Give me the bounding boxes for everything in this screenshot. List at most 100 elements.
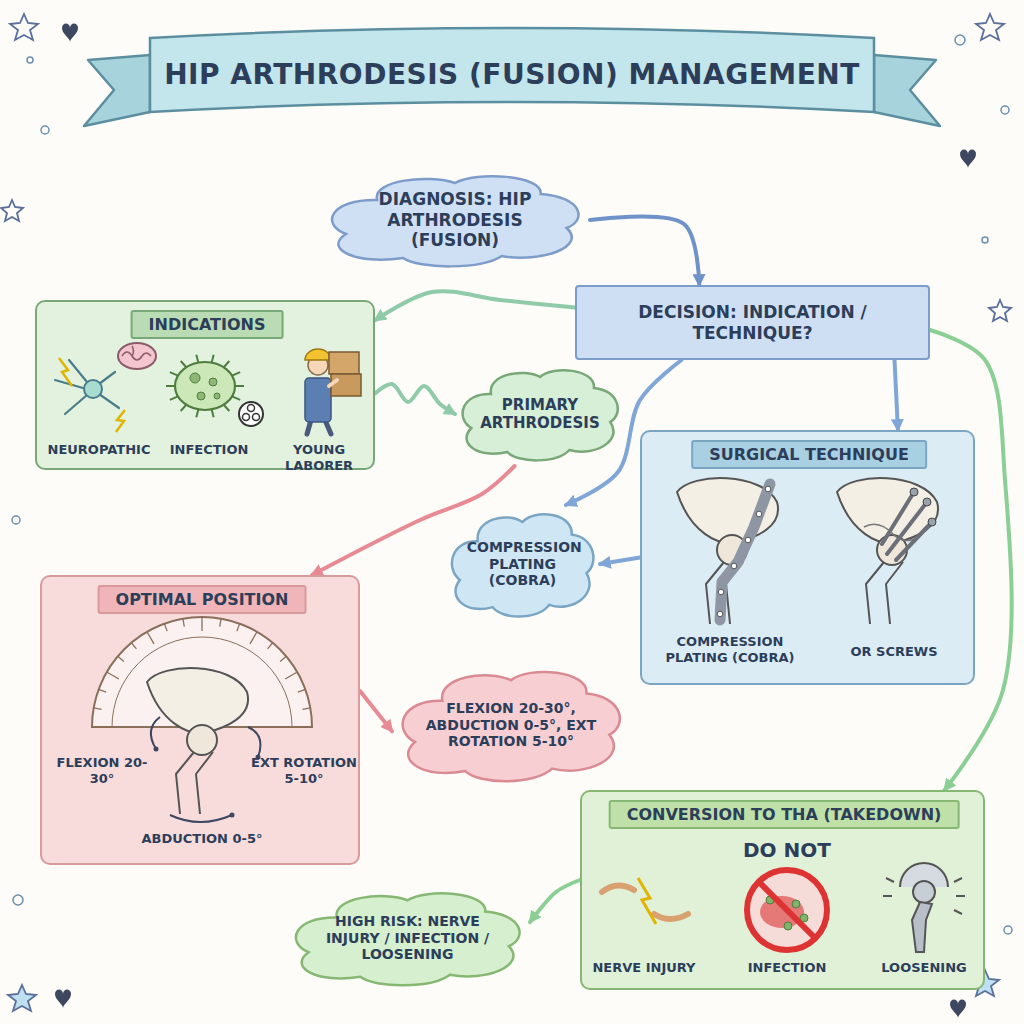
prohibited-infection-icon-part [747,870,827,950]
cobra-plate-figure-part [756,511,762,517]
biohazard-icon-part [253,414,260,421]
hip-implant-icon-part [912,902,932,952]
bacterium-icon-part [232,396,240,399]
nerve-injury-icon-part [638,878,656,924]
bacterium-icon-part [175,362,235,410]
panel-label: OR SCREWS [834,644,954,660]
panel-label: EXT ROTATION 5-10° [250,755,358,786]
motion-arrow-part [154,747,159,752]
neuron-icon-part [59,358,125,432]
prohibited-infection-icon-part [747,870,827,950]
bacterium-icon-part [212,355,214,363]
biohazard-icon-part [243,414,250,421]
worker-icon-part [331,374,361,396]
bacterium-icon [166,355,244,417]
panel-label: INFECTION [735,960,839,976]
nerve-injury-icon [602,878,688,924]
cobra-plate-figure-part [765,486,771,492]
cobra-plate-figure [677,478,778,624]
flow-arrow [600,558,640,565]
bacterium-icon-part [170,372,178,375]
motion-arrow-part [151,717,160,749]
bacterium-icon-part [197,392,205,400]
cloud-outline [463,370,618,460]
node-text: FLEXION 20-30°, ABDUCTION 0-5°, EXT ROTA… [425,700,596,750]
protractor-figure-part [118,656,124,661]
cloud-node: HIGH RISK: NERVE INJURY / INFECTION / LO… [285,885,530,991]
protractor-figure-part [107,672,119,679]
biohazard-icon-part [239,402,263,426]
worker-icon-part [329,352,359,374]
protractor-figure-part [147,632,154,644]
flow-arrow [590,216,699,285]
star-doodle [1,14,1011,1011]
prohibited-infection-icon [747,870,827,950]
protractor-figure-part [268,643,273,649]
section-panel: INDICATIONSNEUROPATHICINFECTIONYOUNG LAB… [35,300,375,470]
screw-fixation-figure-part [896,522,932,560]
hip-joint-figure [147,668,248,814]
brain-icon-part [122,346,151,360]
heart-doodle-part [960,150,976,169]
protractor-figure-part [302,708,310,709]
cobra-plate-figure-part [731,563,737,569]
panel-label: LOOSENING [872,960,976,976]
protractor-figure-part [280,656,286,661]
protractor-figure-part [92,726,106,727]
title-box: HIP ARTHRODESIS (FUSION) MANAGEMENT [150,44,874,104]
star-doodle-part [8,985,36,1011]
prohibited-infection-icon-part [792,900,800,908]
title-banner-part [150,28,874,112]
protractor-figure-part [164,624,167,632]
screw-fixation-figure [837,478,938,624]
motion-arrow-part [248,727,260,757]
biohazard-icon-part [248,405,255,412]
title-banner-part [84,55,150,126]
decision-box: DECISION: INDICATION / TECHNIQUE? [575,285,930,360]
protractor-figure-part [298,689,306,692]
panel-label: FLEXION 20-30° [50,755,154,786]
screw-fixation-figure-part [864,524,918,540]
hip-implant-icon-part [913,881,935,903]
section-panel: CONVERSION TO THA (TAKEDOWN) DO NOT NERVE … [580,790,985,990]
hip-joint-figure-part [176,752,213,814]
prohibited-infection-icon-part [784,922,792,930]
flow-arrow [375,291,575,320]
star-doodle-part [989,300,1011,321]
panel-label: DO NOT [727,838,847,862]
dot-doodle-part [27,57,33,63]
protractor-figure-part [183,619,184,627]
bacterium-icon-part [232,372,240,375]
cobra-plate-figure-part [720,484,770,620]
panel-label: NEUROPATHIC [41,442,157,458]
flow-arrow [360,691,392,731]
protractor-figure-part [285,672,297,679]
dot-doodle-part [13,895,23,905]
worker-icon [305,349,361,434]
protractor-figure-part [99,689,107,692]
panel-illustration [42,577,362,867]
cloud-outline [452,514,593,616]
flow-arrow [375,384,455,414]
section-panel: OPTIMAL POSITIONFLEXION 20-30°EXT ROTATI… [40,575,360,865]
cloud-outline [403,672,620,781]
node-text: PRIMARY ARTHRODESIS [479,396,601,432]
worker-icon-part [305,378,331,422]
section-heading: CONVERSION TO THA (TAKEDOWN) [609,800,960,829]
hip-joint-figure-part [147,668,248,733]
section-heading: INDICATIONS [131,310,284,339]
cloud-outline [332,176,578,266]
panel-label: NERVE INJURY [586,960,702,976]
panel-label: COMPRESSION PLATING (COBRA) [650,634,810,665]
star-doodle-part [10,14,38,40]
bacterium-icon-part [224,361,230,367]
protractor-figure-part [250,632,257,644]
neuron-icon-part [55,360,119,414]
panel-label: ABDUCTION 0-5° [127,831,277,847]
dot-doodle-part [41,126,49,134]
title-text: HIP ARTHRODESIS (FUSION) MANAGEMENT [164,58,860,91]
worker-icon-part [305,349,331,360]
heart-doodle-part [62,24,78,43]
